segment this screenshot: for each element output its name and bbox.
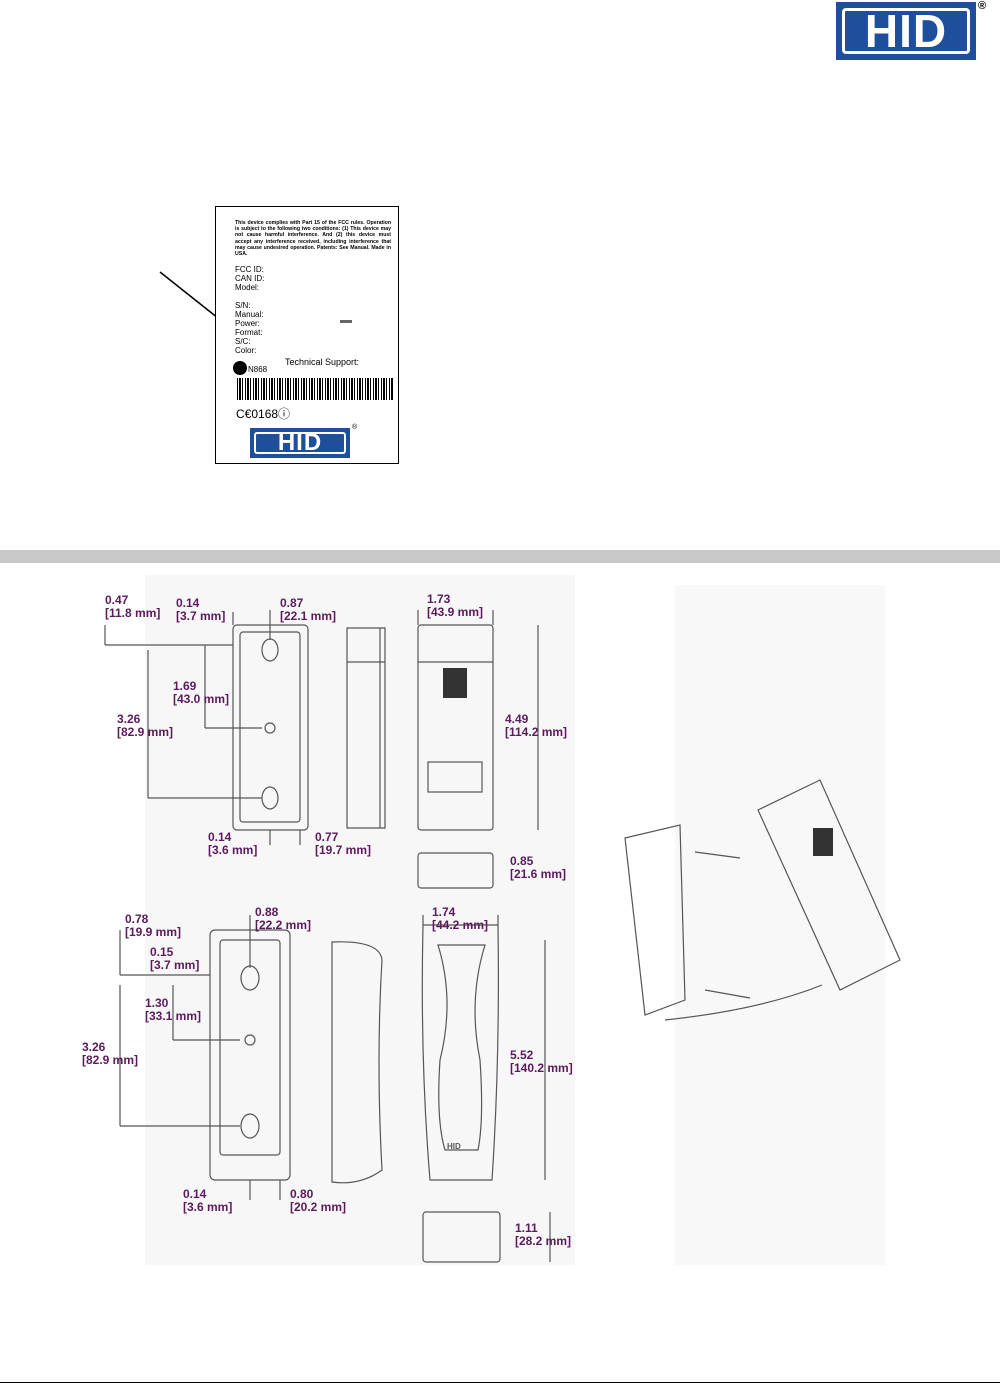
dim-mm: [28.2 mm] (515, 1234, 572, 1248)
label-field: Format: (235, 328, 263, 337)
label-field: S/C: (235, 337, 251, 346)
dim-value: 0.88 (255, 905, 279, 919)
dim-mm: [22.1 mm] (280, 609, 337, 623)
dim-value: 0.14 (208, 830, 232, 844)
dim-mm: [21.6 mm] (510, 867, 567, 881)
dim-value: 0.77 (315, 830, 339, 844)
dim-mm: [82.9 mm] (117, 725, 174, 739)
dim-value: 0.14 (183, 1187, 207, 1201)
dim-value: 1.73 (427, 592, 451, 606)
dim-value: 4.49 (505, 712, 529, 726)
footer-rule (0, 1382, 1000, 1383)
label-field: Color: (235, 346, 257, 355)
label-registered-mark: ® (352, 424, 358, 431)
label-field: FCC ID: (235, 265, 264, 274)
dim-value: 0.87 (280, 596, 304, 610)
dim-value: 1.74 (432, 905, 456, 919)
dim-mm: [11.8 mm] (105, 606, 161, 620)
dim-mm: [3.6 mm] (208, 843, 258, 857)
ce-mark: C€0168ⓘ (236, 407, 291, 421)
label-field: Power: (235, 319, 260, 328)
dim-mm: [3.7 mm] (150, 958, 200, 972)
label-mark (340, 320, 352, 323)
dim-mm: [22.2 mm] (255, 918, 312, 932)
fcc-statement: This device complies with Part 15 of the… (235, 220, 391, 258)
dim-mm: [140.2 mm] (510, 1061, 573, 1075)
dim-value: 5.52 (510, 1048, 534, 1062)
dim-value: 1.11 (515, 1221, 538, 1235)
label-field: S/N: (235, 301, 251, 310)
reader-logo: HID (447, 1142, 461, 1151)
dim-mm: [114.2 mm] (505, 725, 568, 739)
dim-value: 0.85 (510, 854, 534, 868)
dim-mm: [43.9 mm] (427, 605, 484, 619)
dim-mm: [19.9 mm] (125, 925, 182, 939)
technical-support: Technical Support: (285, 357, 360, 367)
dim-mm: [19.7 mm] (315, 843, 372, 857)
dim-value: 3.26 (82, 1040, 106, 1054)
product-label (215, 206, 399, 464)
dim-value: 1.69 (173, 679, 197, 693)
dim-value: 0.78 (125, 912, 149, 926)
dim-mm: [44.2 mm] (432, 918, 489, 932)
section-divider (0, 550, 1000, 563)
dim-value: 0.80 (290, 1187, 314, 1201)
dim-value: 0.47 (105, 593, 129, 607)
label-field: CAN ID: (235, 274, 265, 283)
label-field: Manual: (235, 310, 264, 319)
dim-mm: [3.6 mm] (183, 1200, 233, 1214)
dim-mm: [20.2 mm] (290, 1200, 347, 1214)
dim-value: 0.15 (150, 945, 174, 959)
dim-value: 0.14 (176, 596, 200, 610)
csa-number: N868 (248, 365, 268, 374)
csa-mark-icon (233, 361, 247, 375)
dim-mm: [3.7 mm] (176, 609, 226, 623)
dim-mm: [43.0 mm] (173, 692, 230, 706)
label-field: Model: (235, 283, 260, 292)
registered-mark: ® (978, 0, 987, 12)
dim-mm: [82.9 mm] (82, 1053, 139, 1067)
dim-value: 1.30 (145, 996, 169, 1010)
hid-logo: HID (836, 2, 976, 60)
dim-mm: [33.1 mm] (145, 1009, 202, 1023)
label-hid-logo: HID (250, 428, 350, 458)
dim-value: 3.26 (117, 712, 141, 726)
barcode (237, 378, 393, 400)
